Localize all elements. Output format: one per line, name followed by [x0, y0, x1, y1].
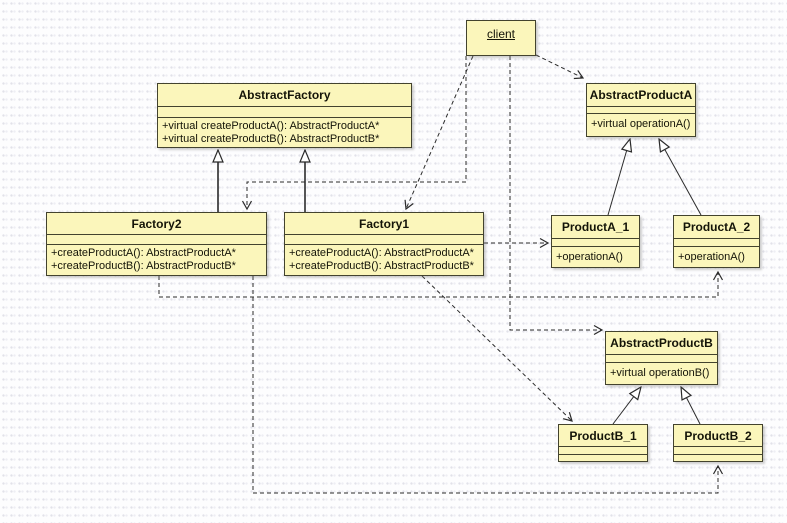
- class-box-client[interactable]: client: [466, 20, 536, 56]
- class-attributes: [158, 106, 411, 117]
- class-attributes: [559, 446, 647, 454]
- class-box-producta1[interactable]: ProductA_1 +operationA(): [551, 215, 640, 268]
- method-label: +createProductA(): AbstractProductA*: [51, 247, 236, 259]
- class-methods: [559, 454, 647, 461]
- class-methods: +virtual createProductA(): AbstractProdu…: [158, 117, 411, 148]
- class-box-abstractproducta[interactable]: AbstractProductA +virtual operationA(): [586, 83, 696, 137]
- edge-factory2-creates-producta2: [158, 270, 724, 298]
- edge-client-uses-abstractproductb: [509, 56, 604, 336]
- class-attributes: [674, 238, 759, 246]
- class-box-productb1[interactable]: ProductB_1: [558, 424, 648, 462]
- edge-client-uses-abstractproducta: [535, 54, 585, 80]
- method-label: +virtual operationA(): [591, 118, 691, 130]
- edge-producta2-extends-abstractproducta: [659, 139, 702, 216]
- method-label: +virtual createProductA(): AbstractProdu…: [162, 120, 380, 132]
- class-methods: +virtual operationA(): [587, 113, 695, 137]
- class-attributes: [606, 354, 717, 362]
- class-box-abstractfactory[interactable]: AbstractFactory +virtual createProductA(…: [157, 83, 412, 148]
- class-box-productb2[interactable]: ProductB_2: [673, 424, 763, 462]
- class-title: ProductA_2: [682, 220, 751, 234]
- method-label: +createProductA(): AbstractProductA*: [289, 247, 474, 259]
- method-label: +createProductB(): AbstractProductB*: [289, 260, 474, 272]
- class-methods: [674, 454, 762, 461]
- class-title: Factory2: [131, 217, 182, 231]
- class-title: AbstractProductB: [610, 336, 713, 350]
- class-attributes: [552, 238, 639, 246]
- class-box-producta2[interactable]: ProductA_2 +operationA(): [673, 215, 760, 268]
- edge-productb1-extends-abstractproductb: [612, 387, 641, 425]
- class-methods: +createProductA(): AbstractProductA* +cr…: [285, 244, 483, 276]
- edge-factory1-creates-productb1: [421, 275, 573, 422]
- method-label: +virtual operationB(): [610, 367, 710, 379]
- class-box-factory2[interactable]: Factory2 +createProductA(): AbstractProd…: [46, 212, 267, 276]
- edge-producta1-extends-abstractproducta: [607, 139, 630, 216]
- method-label: +operationA(): [556, 251, 623, 263]
- class-methods: +operationA(): [674, 246, 759, 268]
- class-box-abstractproductb[interactable]: AbstractProductB +virtual operationB(): [605, 331, 718, 385]
- class-attributes: [674, 446, 762, 454]
- class-title: ProductA_1: [561, 220, 630, 234]
- method-label: +createProductB(): AbstractProductB*: [51, 260, 236, 272]
- class-box-factory1[interactable]: Factory1 +createProductA(): AbstractProd…: [284, 212, 484, 276]
- edge-factory2-creates-productb2: [252, 276, 724, 494]
- class-title: AbstractFactory: [238, 88, 331, 102]
- class-attributes: [285, 234, 483, 244]
- class-title: AbstractProductA: [589, 88, 693, 102]
- class-title: ProductB_1: [569, 429, 637, 443]
- class-methods: +operationA(): [552, 246, 639, 268]
- edge-client-uses-factory2: [241, 56, 467, 211]
- class-attributes: [587, 106, 695, 113]
- class-title: Factory1: [358, 217, 410, 231]
- edge-client-uses-factory1: [404, 55, 474, 211]
- edge-productb2-extends-abstractproductb: [681, 387, 701, 425]
- class-methods: +createProductA(): AbstractProductA* +cr…: [47, 244, 266, 276]
- method-label: +operationA(): [678, 251, 745, 263]
- class-methods: +virtual operationB(): [606, 362, 717, 385]
- class-title: client: [486, 27, 515, 41]
- class-title: ProductB_2: [684, 429, 752, 443]
- class-attributes: [47, 234, 266, 244]
- method-label: +virtual createProductB(): AbstractProdu…: [162, 133, 380, 145]
